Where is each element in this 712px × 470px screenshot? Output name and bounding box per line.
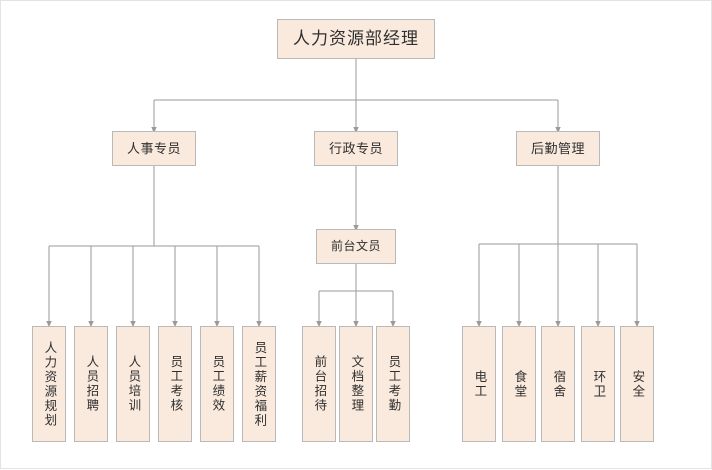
node-salary-benefits-label: 员工薪资福利 — [252, 340, 267, 428]
node-admin-specialist-label: 行政专员 — [328, 140, 383, 156]
node-logistics-management[interactable]: 后勤管理 — [516, 131, 600, 166]
node-root-label: 人力资源部经理 — [293, 28, 419, 48]
node-hr-specialist[interactable]: 人事专员 — [112, 131, 196, 166]
node-document-filing[interactable]: 文档整理 — [339, 326, 373, 442]
node-employee-assessment[interactable]: 员工考核 — [158, 326, 192, 442]
node-hr-specialist-label: 人事专员 — [126, 140, 181, 156]
node-attendance[interactable]: 员工考勤 — [376, 326, 410, 442]
node-attendance-label: 员工考勤 — [386, 355, 401, 413]
node-electrician-label: 电工 — [472, 369, 487, 399]
node-dormitory[interactable]: 宿舍 — [541, 326, 575, 442]
node-front-reception-label: 前台招待 — [312, 355, 327, 413]
node-sanitation[interactable]: 环卫 — [581, 326, 615, 442]
node-hr-planning-label: 人力资源规划 — [42, 340, 57, 428]
node-employee-performance[interactable]: 员工绩效 — [200, 326, 234, 442]
node-employee-assessment-label: 员工考核 — [168, 355, 183, 413]
node-salary-benefits[interactable]: 员工薪资福利 — [242, 326, 276, 442]
node-front-desk-clerk[interactable]: 前台文员 — [316, 229, 396, 264]
node-hr-planning[interactable]: 人力资源规划 — [32, 326, 66, 442]
node-training[interactable]: 人员培训 — [116, 326, 150, 442]
node-dormitory-label: 宿舍 — [551, 369, 566, 399]
node-employee-performance-label: 员工绩效 — [210, 355, 225, 413]
node-security[interactable]: 安全 — [620, 326, 654, 442]
node-electrician[interactable]: 电工 — [462, 326, 496, 442]
node-front-reception[interactable]: 前台招待 — [302, 326, 336, 442]
node-training-label: 人员培训 — [126, 355, 141, 413]
node-logistics-management-label: 后勤管理 — [530, 140, 585, 156]
node-admin-specialist[interactable]: 行政专员 — [314, 131, 398, 166]
node-sanitation-label: 环卫 — [591, 369, 606, 399]
node-security-label: 安全 — [630, 369, 645, 399]
node-document-filing-label: 文档整理 — [349, 355, 364, 413]
node-canteen[interactable]: 食堂 — [502, 326, 536, 442]
node-root-hr-manager[interactable]: 人力资源部经理 — [277, 19, 435, 59]
node-recruitment-label: 人员招聘 — [84, 355, 99, 413]
node-front-desk-clerk-label: 前台文员 — [330, 239, 381, 254]
node-canteen-label: 食堂 — [512, 369, 527, 399]
node-recruitment[interactable]: 人员招聘 — [74, 326, 108, 442]
